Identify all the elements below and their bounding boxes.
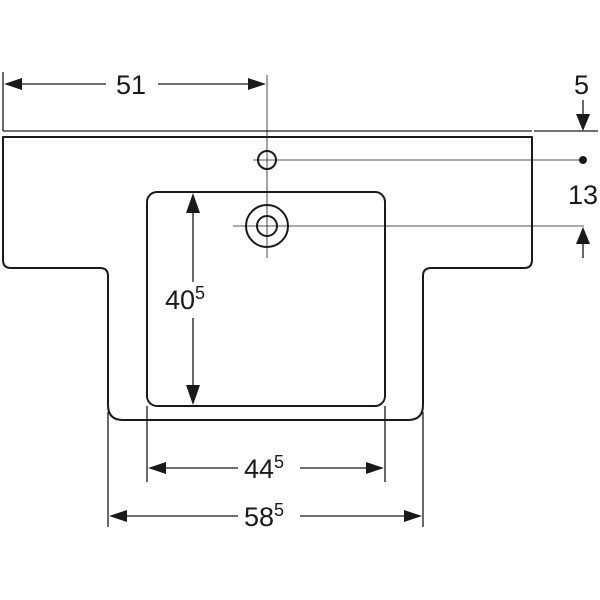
dim-51-arrow-left [4,78,22,90]
dim-13-arrow-up [576,227,590,244]
dim-585-value: 58 [244,502,274,532]
dim-405-label: 405 [165,283,205,315]
dim-445-label: 445 [244,452,284,484]
dim-51-label: 51 [116,70,146,100]
basin-outline [2,136,533,421]
dim-405-arrow-up [186,193,200,213]
dim-585-arrow-right [404,510,422,522]
dim-13-label: 13 [568,180,598,210]
dim-445-arrow-left [148,462,166,474]
dim-5-arrow-down [576,114,590,131]
dim-51-arrow-right [248,78,266,90]
bowl-outline [146,191,386,407]
dim-585-arrow-left [109,510,127,522]
dim-445-superscript: 5 [274,452,284,472]
dim-405-value: 40 [165,285,195,315]
dim-405-superscript: 5 [195,283,205,303]
dim-5-value: 5 [574,70,589,100]
dim-5-label: 5 [574,70,589,100]
dim-445-value: 44 [244,454,274,484]
dim-13-dot [579,156,587,164]
dim-585-label: 585 [244,500,284,532]
dim-51-value: 51 [116,70,146,100]
dim-13-value: 13 [568,180,598,210]
dim-585-superscript: 5 [274,500,284,520]
dim-405-arrow-down [186,385,200,405]
dim-445-arrow-right [366,462,384,474]
